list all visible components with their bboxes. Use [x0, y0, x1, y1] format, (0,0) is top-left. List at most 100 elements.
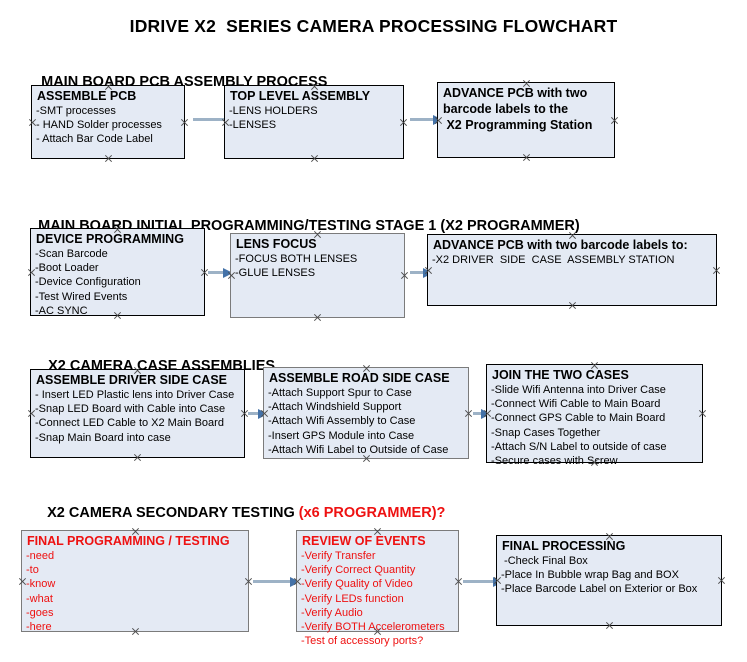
box-lines: -Scan Barcode -Boot Loader -Device Confi…: [31, 247, 204, 318]
box-line: -Snap LED Board with Cable into Case: [35, 403, 226, 416]
resize-handle-bottom[interactable]: [522, 153, 531, 162]
box-title: JOIN THE TWO CASES: [492, 368, 629, 382]
box-assemble-road-side-case[interactable]: ASSEMBLE ROAD SIDE CASE -Attach Support …: [263, 367, 469, 459]
page-title: IDRIVE X2 SERIES CAMERA PROCESSING FLOWC…: [129, 16, 618, 36]
box-device-programming[interactable]: DEVICE PROGRAMMING -Scan Barcode -Boot L…: [30, 228, 205, 318]
box-line: -Attach Support Spur to Case: [268, 387, 412, 399]
box-title: REVIEW OF EVENTS: [302, 534, 426, 548]
box-line: - Insert LED Plastic lens into Driver Ca…: [35, 389, 235, 401]
box-line: -to: [26, 564, 39, 577]
box-line: -Attach Windshield Support: [268, 401, 402, 414]
box-lines: -need -to -know -what -goes -here: [22, 549, 248, 634]
box-title: TOP LEVEL ASSEMBLY: [230, 89, 371, 103]
box-title: ASSEMBLE PCB: [37, 89, 137, 103]
box-final-programming-testing[interactable]: FINAL PROGRAMMING / TESTING -need -to -k…: [21, 530, 249, 634]
box-line: -Attach S/N Label to outside of case: [491, 440, 667, 453]
box-title: ASSEMBLE DRIVER SIDE CASE: [36, 373, 228, 387]
box-top-level-assembly[interactable]: TOP LEVEL ASSEMBLY -LENS HOLDERS -LENSES: [224, 85, 404, 159]
box-line: -AC SYNC: [35, 304, 88, 317]
box-assemble-driver-side-case[interactable]: ASSEMBLE DRIVER SIDE CASE - Insert LED P…: [30, 369, 245, 458]
box-line: -what: [26, 592, 53, 605]
box-line: -SMT processes: [36, 105, 116, 117]
box-line: -Snap Cases Together: [491, 426, 601, 439]
resize-handle-bottom[interactable]: [605, 621, 614, 630]
box-title: ASSEMBLE ROAD SIDE CASE: [269, 371, 450, 385]
box-title: ADVANCE PCB with two: [443, 86, 588, 100]
box-line: -GLUE LENSES: [235, 267, 316, 280]
resize-handle-bottom[interactable]: [133, 453, 142, 462]
box-line: - HAND Solder processes: [36, 119, 162, 132]
box-lines: -Attach Support Spur to Case -Attach Win…: [264, 386, 468, 457]
box-line: -Secure cases with Screw: [491, 455, 618, 468]
resize-handle-bottom[interactable]: [310, 154, 319, 163]
box-line: -LENSES: [229, 119, 277, 132]
box-lens-focus[interactable]: LENS FOCUS -FOCUS BOTH LENSES -GLUE LENS…: [230, 233, 405, 318]
box-line: -Verify LEDs function: [301, 592, 404, 605]
box-line: -Connect Wifi Cable to Main Board: [491, 398, 661, 411]
connector-arrow-3-2: [473, 408, 491, 419]
box-lines: -X2 DRIVER SIDE CASE ASSEMBLY STATION: [428, 253, 716, 267]
section-header-4-accent: (x6 PROGRAMMER)?: [298, 505, 446, 521]
box-line: barcode labels to the: [443, 102, 569, 116]
connector-arrow-4-1: [253, 576, 300, 587]
box-line: -Verify Quality of Video: [301, 578, 413, 591]
box-line: -Scan Barcode: [35, 248, 108, 260]
box-line: -Check Final Box: [501, 555, 588, 567]
box-line: -FOCUS BOTH LENSES: [235, 253, 358, 265]
box-lines: -LENS HOLDERS -LENSES: [225, 104, 403, 132]
connector-arrow-4-2: [463, 576, 503, 587]
resize-handle-bottom[interactable]: [104, 154, 113, 163]
box-line: -Attach Wifi Label to Outside of Case: [268, 443, 449, 456]
box-title: FINAL PROGRAMMING / TESTING: [27, 534, 230, 548]
box-title: LENS FOCUS: [236, 237, 317, 251]
box-review-of-events[interactable]: REVIEW OF EVENTS -Verify Transfer -Verif…: [296, 530, 459, 647]
box-advance-pcb-driver-side[interactable]: ADVANCE PCB with two barcode labels to: …: [427, 234, 717, 306]
box-line: -need: [26, 550, 55, 562]
box-lines: - Insert LED Plastic lens into Driver Ca…: [31, 388, 244, 445]
section-header-4-text: X2 CAMERA SECONDARY TESTING: [47, 505, 299, 521]
box-line: -X2 DRIVER SIDE CASE ASSEMBLY STATION: [432, 254, 675, 266]
box-lines: -SMT processes - HAND Solder processes -…: [32, 104, 184, 147]
box-lines: -FOCUS BOTH LENSES -GLUE LENSES: [231, 252, 404, 280]
box-lines: -Check Final Box -Place In Bubble wrap B…: [497, 554, 721, 597]
box-line-overflow: -Test of accessory ports?: [301, 635, 424, 648]
box-advance-pcb-programming-station[interactable]: ADVANCE PCB with two barcode labels to t…: [437, 82, 615, 158]
box-line: -know: [26, 578, 56, 591]
box-line: -Connect GPS Cable to Main Board: [491, 412, 666, 425]
connector-arrow-3-1: [248, 408, 268, 419]
box-line: -Device Configuration: [35, 276, 141, 289]
box-line: -goes: [26, 606, 54, 619]
box-title: ADVANCE PCB with two barcode labels to:: [433, 238, 688, 252]
box-line: -Place Barcode Label on Exterior or Box: [501, 583, 698, 596]
resize-handle-bottom[interactable]: [568, 301, 577, 310]
connector-arrow-1-2: [410, 114, 443, 125]
connector-arrow-1-1: [193, 114, 235, 125]
section-header-4: X2 CAMERA SECONDARY TESTING (x6 PROGRAMM…: [31, 489, 445, 537]
box-join-the-two-cases[interactable]: JOIN THE TWO CASES -Slide Wifi Antenna i…: [486, 364, 703, 467]
box-line: -Connect LED Cable to X2 Main Board: [35, 417, 224, 430]
box-lines: barcode labels to the X2 Programming Sta…: [438, 101, 614, 133]
box-line: -Verify BOTH Accelerometers: [301, 621, 445, 634]
box-title: DEVICE PROGRAMMING: [36, 232, 184, 246]
box-line: -Verify Transfer: [301, 550, 376, 562]
box-line: -Snap Main Board into case: [35, 431, 171, 444]
box-assemble-pcb[interactable]: ASSEMBLE PCB -SMT processes - HAND Solde…: [31, 85, 185, 159]
connector-arrow-2-1: [208, 267, 233, 278]
box-line: - Attach Bar Code Label: [36, 133, 153, 146]
box-final-processing[interactable]: FINAL PROCESSING -Check Final Box -Place…: [496, 535, 722, 626]
box-line: -Slide Wifi Antenna into Driver Case: [491, 384, 666, 396]
box-line: -Test Wired Events: [35, 290, 128, 303]
resize-handle-bottom[interactable]: [313, 313, 322, 322]
box-title: FINAL PROCESSING: [502, 539, 626, 553]
box-line: -Boot Loader: [35, 262, 99, 275]
box-line: -Verify Correct Quantity: [301, 564, 416, 577]
box-line: -Verify Audio: [301, 606, 363, 619]
box-line: -here: [26, 621, 52, 634]
box-line: -LENS HOLDERS: [229, 105, 318, 117]
box-line: X2 Programming Station: [443, 118, 593, 132]
box-line: -Attach Wifi Assembly to Case: [268, 415, 416, 428]
box-line: -Insert GPS Module into Case: [268, 429, 415, 442]
box-lines: -Slide Wifi Antenna into Driver Case -Co…: [487, 383, 702, 468]
connector-arrow-2-2: [410, 267, 433, 278]
